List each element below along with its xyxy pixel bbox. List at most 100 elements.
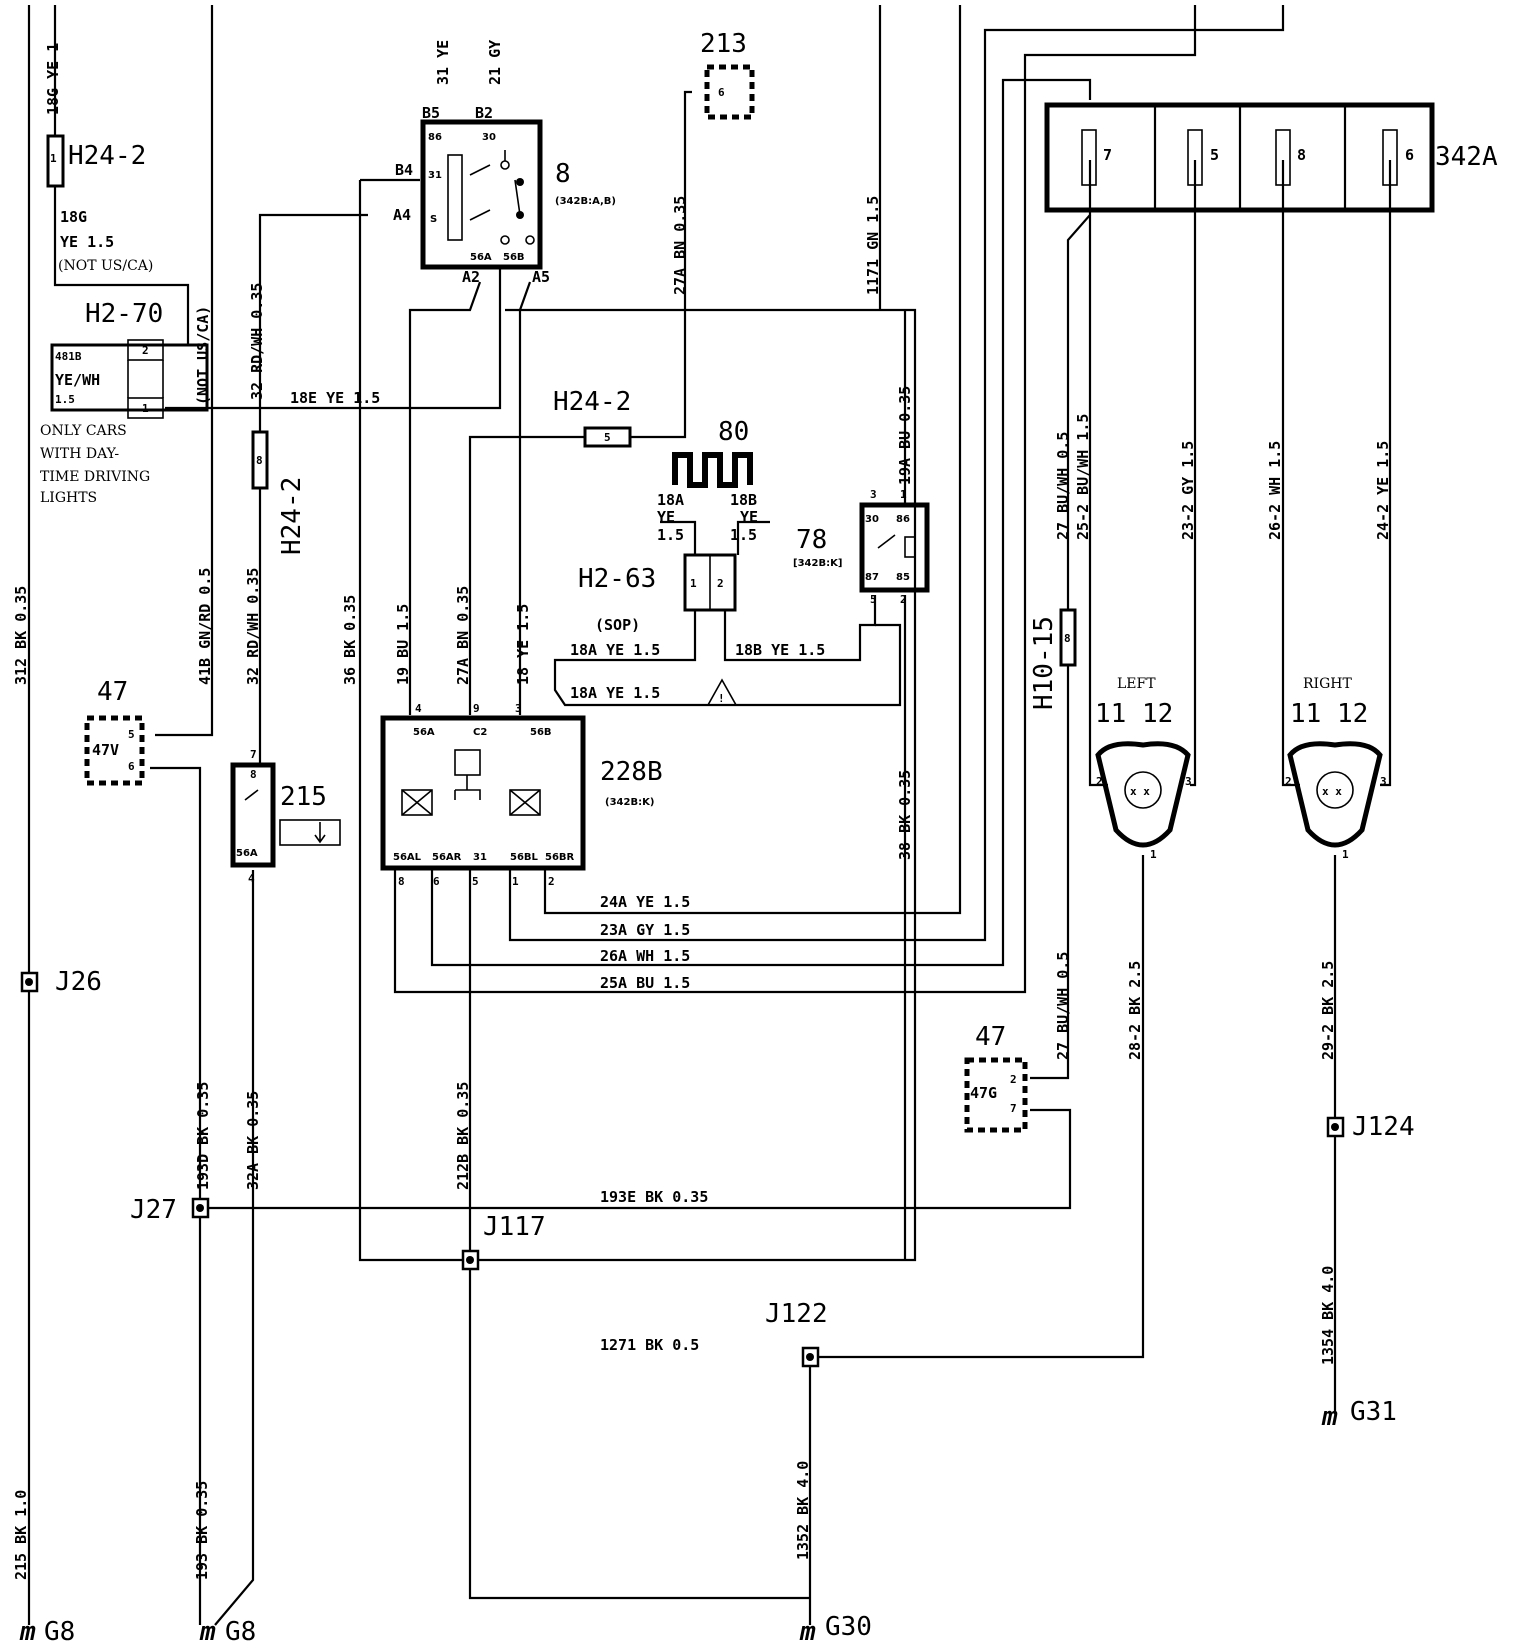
svg-text:28-2 BK 2.5: 28-2 BK 2.5: [1126, 961, 1144, 1060]
svg-text:19A BU 0.35: 19A BU 0.35: [896, 386, 914, 485]
svg-text:LEFT: LEFT: [1117, 676, 1156, 692]
svg-text:m: m: [199, 1617, 216, 1647]
svg-text:56A: 56A: [413, 727, 435, 738]
svg-text:J122: J122: [765, 1299, 828, 1329]
svg-text:B5: B5: [422, 104, 440, 122]
wire-193d-193: [150, 766, 202, 1625]
wire-23-2-gy: [1190, 160, 1197, 787]
svg-text:342A: 342A: [1435, 142, 1498, 172]
svg-text:29-2 BK 2.5: 29-2 BK 2.5: [1319, 961, 1337, 1060]
svg-text:4: 4: [415, 702, 422, 715]
ground-g8-left: m G8: [19, 1617, 75, 1647]
svg-text:1: 1: [1150, 848, 1157, 861]
svg-text:193D BK 0.35: 193D BK 0.35: [194, 1082, 212, 1190]
svg-text:1: 1: [1342, 848, 1349, 861]
svg-text:G8: G8: [44, 1617, 75, 1647]
svg-text:6: 6: [128, 760, 135, 773]
svg-text:1354 BK 4.0: 1354 BK 4.0: [1319, 1266, 1337, 1365]
svg-text:18E YE 1.5: 18E YE 1.5: [290, 389, 380, 407]
svg-text:2: 2: [1285, 775, 1292, 788]
svg-text:1271 BK 0.5: 1271 BK 0.5: [600, 1336, 699, 1354]
svg-text:J117: J117: [483, 1212, 546, 1242]
component-47-left: 47 47V 5 6: [84, 677, 145, 786]
svg-text:m: m: [1321, 1402, 1338, 1432]
svg-text:H24-2: H24-2: [277, 477, 307, 555]
wire-23a-gy: [508, 5, 1285, 942]
svg-text:32A BK 0.35: 32A BK 0.35: [244, 1091, 262, 1190]
svg-text:1.5: 1.5: [657, 526, 684, 544]
svg-text:27A BN 0.35: 27A BN 0.35: [454, 586, 472, 685]
connector-h2-70: H2-70 2 1 481B YE/WH 1.5: [50, 299, 209, 419]
svg-text:7: 7: [1010, 1102, 1017, 1115]
svg-text:G8: G8: [225, 1617, 256, 1647]
svg-text:4: 4: [248, 872, 255, 885]
wire-27a-bn: [468, 90, 692, 715]
svg-text:32 RD/WH 0.35: 32 RD/WH 0.35: [244, 568, 262, 685]
svg-text:3: 3: [515, 702, 522, 715]
svg-text:9: 9: [473, 702, 480, 715]
svg-text:3: 3: [1185, 775, 1192, 788]
svg-text:A4: A4: [393, 206, 411, 224]
svg-text:85: 85: [896, 572, 910, 583]
svg-text:J27: J27: [130, 1195, 177, 1225]
wires: [27, 5, 1392, 1626]
connector-h10-15: 8 H10-15: [1029, 608, 1077, 710]
svg-text:RIGHT: RIGHT: [1303, 676, 1352, 692]
junction-j27: J27: [130, 1195, 210, 1225]
note-not-us-ca-2: (NOT US/CA): [194, 306, 212, 405]
relay-78: 78 [342B:K] 30 86 87 85 3 1 5 2: [793, 488, 930, 606]
svg-text:2: 2: [1010, 1073, 1017, 1086]
svg-text:18B: 18B: [730, 491, 757, 509]
svg-text:YE 1.5: YE 1.5: [60, 233, 114, 251]
svg-text:(342B:K): (342B:K): [605, 797, 654, 808]
svg-text:6: 6: [1405, 146, 1414, 164]
ground-g31: m G31: [1321, 1397, 1397, 1432]
wire-212b-1271-bk: [468, 870, 812, 1625]
svg-text:5: 5: [870, 593, 877, 606]
wire-25-2-buwh: [1088, 215, 1108, 787]
svg-text:2: 2: [900, 593, 907, 606]
svg-text:24-2 YE 1.5: 24-2 YE 1.5: [1374, 441, 1392, 540]
svg-text:8: 8: [398, 875, 405, 888]
svg-text:G31: G31: [1350, 1397, 1397, 1427]
connector-h2-63: H2-63 1 2 (SOP): [578, 553, 737, 634]
wire-41b: [155, 5, 214, 737]
svg-text:(SOP): (SOP): [595, 616, 640, 634]
svg-text:56AR: 56AR: [432, 852, 462, 863]
svg-text:30: 30: [865, 514, 879, 525]
svg-text:31: 31: [473, 852, 487, 863]
svg-text:19 BU 1.5: 19 BU 1.5: [394, 604, 412, 685]
svg-text:1: 1: [512, 875, 519, 888]
svg-text:212B BK 0.35: 212B BK 0.35: [454, 1082, 472, 1190]
svg-text:J124: J124: [1352, 1112, 1415, 1142]
svg-text:47V: 47V: [92, 741, 119, 759]
svg-text:YE: YE: [657, 508, 675, 526]
svg-text:78: 78: [796, 525, 827, 555]
svg-text:5: 5: [1210, 146, 1219, 164]
svg-text:2: 2: [142, 344, 149, 357]
svg-text:1: 1: [690, 577, 697, 590]
svg-text:TIME DRIVING: TIME DRIVING: [40, 469, 150, 485]
svg-text:38 BK 0.35: 38 BK 0.35: [896, 770, 914, 860]
svg-text:x x: x x: [1322, 785, 1342, 798]
svg-text:18G YE 1: 18G YE 1: [44, 43, 62, 115]
svg-text:A5: A5: [532, 268, 550, 286]
svg-text:31 YE: 31 YE: [434, 40, 452, 85]
lamp-right: x x RIGHT 11 12 2 3 1: [1285, 676, 1387, 861]
junction-j26: J26: [20, 967, 102, 997]
wire-1271-28-2-bk: [810, 855, 1145, 1359]
svg-text:LIGHTS: LIGHTS: [40, 490, 97, 506]
svg-text:1: 1: [142, 402, 149, 415]
wire-18b-ye: [723, 595, 877, 662]
svg-text:2: 2: [548, 875, 555, 888]
wire-193e-bk: [200, 1108, 1072, 1210]
lamp-left: x x LEFT 11 12 2 3 1: [1095, 676, 1192, 861]
svg-text:27 BU/WH 0.5: 27 BU/WH 0.5: [1054, 432, 1072, 540]
svg-text:8: 8: [256, 454, 263, 467]
wire-36-38-bk: [358, 178, 917, 1262]
switch-215: 215 7 8 56A 4: [230, 748, 341, 885]
connector-h24-2-mid: 5 H24-2: [553, 387, 632, 448]
svg-text:193 BK 0.35: 193 BK 0.35: [193, 1481, 211, 1580]
svg-text:3: 3: [870, 488, 877, 501]
fusebox-342a: 7 5 8 6 342A: [1044, 102, 1498, 213]
